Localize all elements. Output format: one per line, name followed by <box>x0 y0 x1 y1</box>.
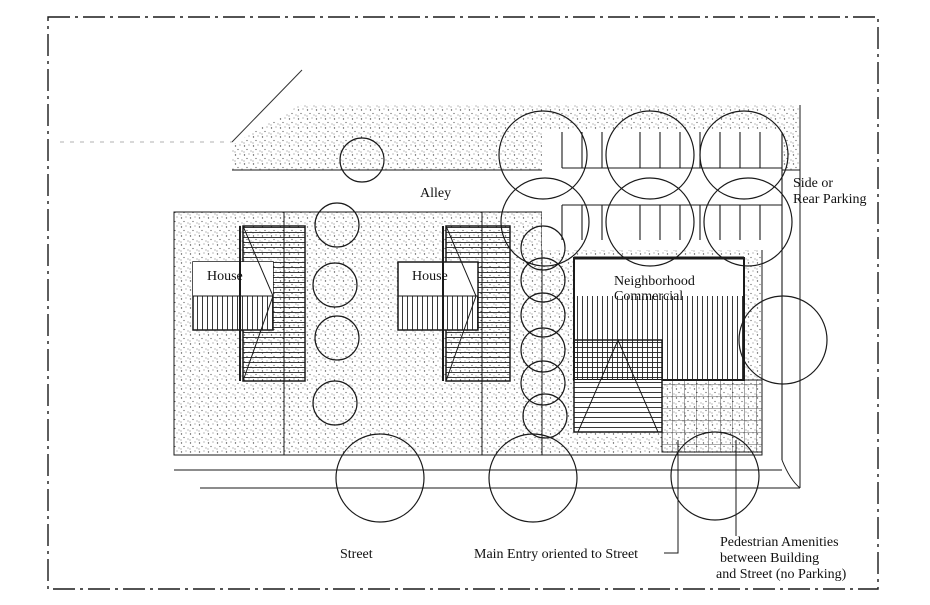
alley-label: Alley <box>420 186 451 201</box>
frame-border <box>47 16 879 590</box>
tree <box>520 360 566 406</box>
street-label: Street <box>340 547 373 562</box>
tree <box>703 177 793 267</box>
commercial-label-line2: Commercial <box>614 289 683 304</box>
house-right <box>397 225 511 382</box>
leader-lines <box>664 440 737 554</box>
tree <box>605 110 695 200</box>
tree <box>339 137 385 183</box>
tree <box>520 292 566 338</box>
parking-label-line1: Side or <box>793 176 833 191</box>
tree <box>498 110 588 200</box>
tree <box>312 380 358 426</box>
street-trees <box>312 110 828 523</box>
parking-label-line2: Rear Parking <box>793 192 866 207</box>
parking-area <box>542 130 783 460</box>
tree <box>520 225 566 271</box>
pedestrian-label-line2: between Building <box>720 551 819 566</box>
street-edges <box>174 105 801 489</box>
commercial-label-line1: Neighborhood <box>614 274 695 289</box>
tree <box>670 431 760 521</box>
tree <box>314 315 360 361</box>
pedestrian-label-line3: and Street (no Parking) <box>716 567 847 582</box>
tree <box>335 433 425 523</box>
pedestrian-label-line1: Pedestrian Amenities <box>720 535 839 550</box>
property-line-diagonal <box>231 69 303 143</box>
house-right-label: House <box>412 269 448 284</box>
tree <box>500 177 590 267</box>
commercial-building <box>573 256 745 433</box>
tree <box>738 295 828 385</box>
main-entry-leader <box>664 440 679 554</box>
house-left-label: House <box>207 269 243 284</box>
tree <box>605 177 695 267</box>
tree <box>699 110 789 200</box>
tree <box>522 393 568 439</box>
pedestrian-plaza <box>661 379 763 453</box>
house-left <box>192 225 306 382</box>
tree <box>314 202 360 248</box>
tree <box>520 257 566 303</box>
main-entry-label: Main Entry oriented to Street <box>474 547 638 562</box>
tree <box>520 327 566 373</box>
tree <box>488 433 578 523</box>
tree <box>312 262 358 308</box>
